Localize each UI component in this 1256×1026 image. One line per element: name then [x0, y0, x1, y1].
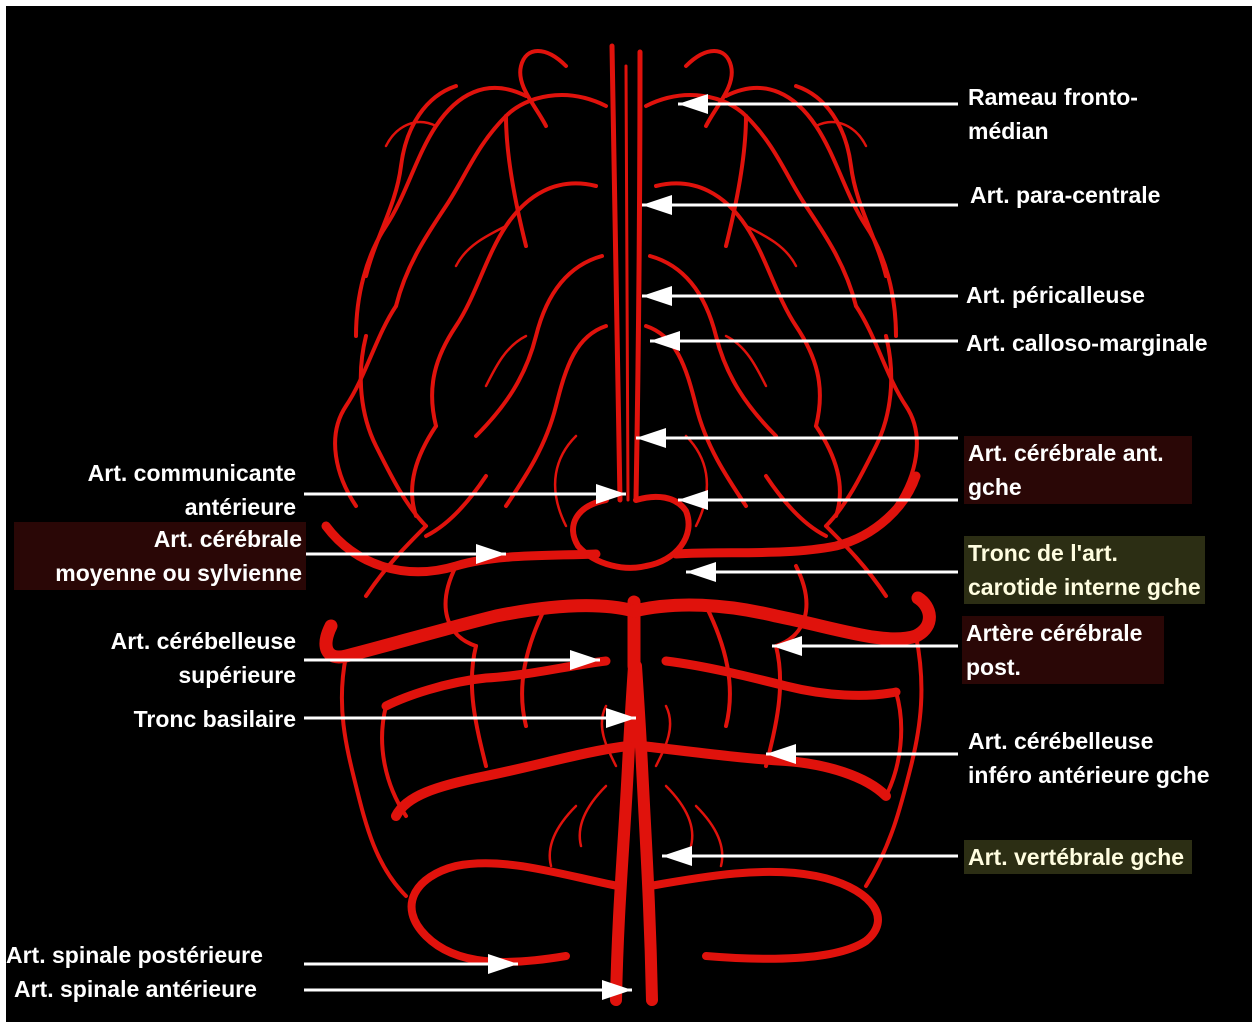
label-line: Art. cérébelleuse	[111, 624, 296, 658]
pericallosal-branch	[626, 66, 628, 500]
label-line: Art. spinale postérieure	[6, 938, 263, 972]
cortical-branch-right	[476, 256, 602, 436]
vertebral-artery-left	[636, 666, 652, 1000]
arrowhead	[686, 562, 716, 582]
cortical-branch-left	[646, 326, 746, 506]
label-art-pericalleuse: Art. péricalleuse	[966, 278, 1145, 312]
label-line: antérieure	[88, 490, 296, 524]
label-tronc-basilaire: Tronc basilaire	[134, 702, 296, 736]
label-art-cerebrale-moyenne: Art. cérébrale moyenne ou sylvienne	[14, 522, 306, 590]
label-line: Art. cérébrale	[14, 522, 302, 556]
cortical-branch-left	[766, 646, 780, 766]
leader-tronc-carotide-interne	[686, 562, 958, 582]
label-line: Art. communicante	[88, 456, 296, 490]
label-art-vertebrale-gche: Art. vertébrale gche	[964, 840, 1192, 874]
leader-art-calloso-marginale	[650, 331, 958, 351]
fine-branch	[456, 226, 506, 266]
arrowhead	[642, 286, 672, 306]
cortical-branch-right	[361, 336, 426, 526]
leader-art-pericalleuse	[642, 286, 958, 306]
leader-art-spinale-anterieure	[304, 980, 632, 1000]
label-line: Artère cérébrale	[966, 616, 1142, 650]
label-line: gche	[968, 470, 1164, 504]
cortical-branch-left	[826, 336, 891, 526]
pica-left	[650, 872, 878, 959]
cortical-branch-right	[520, 51, 566, 126]
fine-branch	[555, 436, 576, 526]
label-line: Rameau fronto-	[968, 80, 1138, 114]
label-line: inféro antérieure gche	[968, 758, 1210, 792]
label-line: supérieure	[111, 658, 296, 692]
arrowhead	[488, 954, 518, 974]
arrowhead	[642, 195, 672, 215]
leader-lines	[304, 94, 958, 1000]
cortical-branch-right	[426, 476, 486, 536]
label-line: Art. calloso-marginale	[966, 326, 1208, 360]
label-line: post.	[966, 650, 1142, 684]
leader-art-cerebrale-ant-gche-2	[678, 490, 958, 510]
aica-right	[396, 746, 628, 816]
label-line: Art. cérébelleuse	[968, 724, 1210, 758]
label-rameau-fronto-median: Rameau fronto- médian	[968, 80, 1138, 148]
label-art-calloso-marginale: Art. calloso-marginale	[966, 326, 1208, 360]
middle-cerebral-right	[326, 526, 596, 572]
leader-art-cerebrale-ant-gche	[636, 428, 958, 448]
fine-branch	[580, 786, 606, 846]
cortical-branch-left	[886, 692, 901, 796]
label-art-para-centrale: Art. para-centrale	[970, 178, 1160, 212]
cortical-branch-left	[726, 116, 746, 246]
label-line: Art. para-centrale	[970, 178, 1160, 212]
label-line: médian	[968, 114, 1138, 148]
leader-tronc-basilaire	[304, 708, 636, 728]
fine-branch	[550, 806, 576, 866]
cortical-branch-left	[766, 476, 826, 536]
cortical-branch-left	[646, 95, 856, 306]
cortical-branch-left	[776, 566, 806, 646]
label-art-spinale-posterieure: Art. spinale postérieure	[6, 938, 263, 972]
fine-branch	[656, 706, 670, 766]
posterior-cerebral-left	[634, 598, 929, 639]
anterior-cerebral-right	[612, 46, 620, 500]
label-line: carotide interne gche	[968, 570, 1201, 604]
label-tronc-carotide-interne: Tronc de l'art. carotide interne gche	[964, 536, 1205, 604]
cortical-branch-right	[382, 706, 406, 816]
label-art-cerebelleuse-superieure: Art. cérébelleuse supérieure	[111, 624, 296, 692]
leader-art-cerebelleuse-infero-anterieure	[766, 744, 958, 764]
leader-art-spinale-posterieure	[304, 954, 518, 974]
label-line: Art. vertébrale gche	[968, 840, 1184, 874]
cortical-branch-right	[396, 95, 606, 306]
label-line: Tronc de l'art.	[968, 536, 1201, 570]
anterior-cerebral-left	[636, 52, 640, 500]
posterior-cerebral-right	[326, 606, 634, 657]
cortical-branch-right	[472, 646, 486, 766]
label-line: moyenne ou sylvienne	[14, 556, 302, 590]
cortical-branch-right	[342, 656, 406, 896]
label-art-spinale-anterieure: Art. spinale antérieure	[14, 972, 257, 1006]
cortical-branch-right	[412, 426, 436, 516]
leader-art-vertebrale-gche	[662, 846, 958, 866]
arrowhead	[662, 846, 692, 866]
fine-branch	[746, 226, 796, 266]
cortical-branch-left	[686, 51, 732, 126]
label-art-cerebelleuse-infero-anterieure: Art. cérébelleuse inféro antérieure gche	[968, 724, 1210, 792]
angiography-panel: Rameau fronto- médian Art. para-centrale…	[6, 6, 1252, 1022]
cortical-branch-left	[866, 636, 921, 886]
label-artere-cerebrale-post: Artère cérébrale post.	[962, 616, 1164, 684]
label-art-cerebrale-ant-gche: Art. cérébrale ant. gche	[964, 436, 1192, 504]
cortical-branch-right	[522, 606, 546, 726]
label-line: Tronc basilaire	[134, 702, 296, 736]
cortical-branch-right	[506, 116, 526, 246]
label-line: Art. spinale antérieure	[14, 972, 257, 1006]
pica-right	[412, 863, 618, 962]
label-line: Art. cérébrale ant.	[968, 436, 1164, 470]
arrowhead	[650, 331, 680, 351]
arrowhead	[636, 428, 666, 448]
label-line: Art. péricalleuse	[966, 278, 1145, 312]
fine-branch	[666, 786, 692, 846]
label-art-communicante-anterieure: Art. communicante antérieure	[88, 456, 296, 524]
